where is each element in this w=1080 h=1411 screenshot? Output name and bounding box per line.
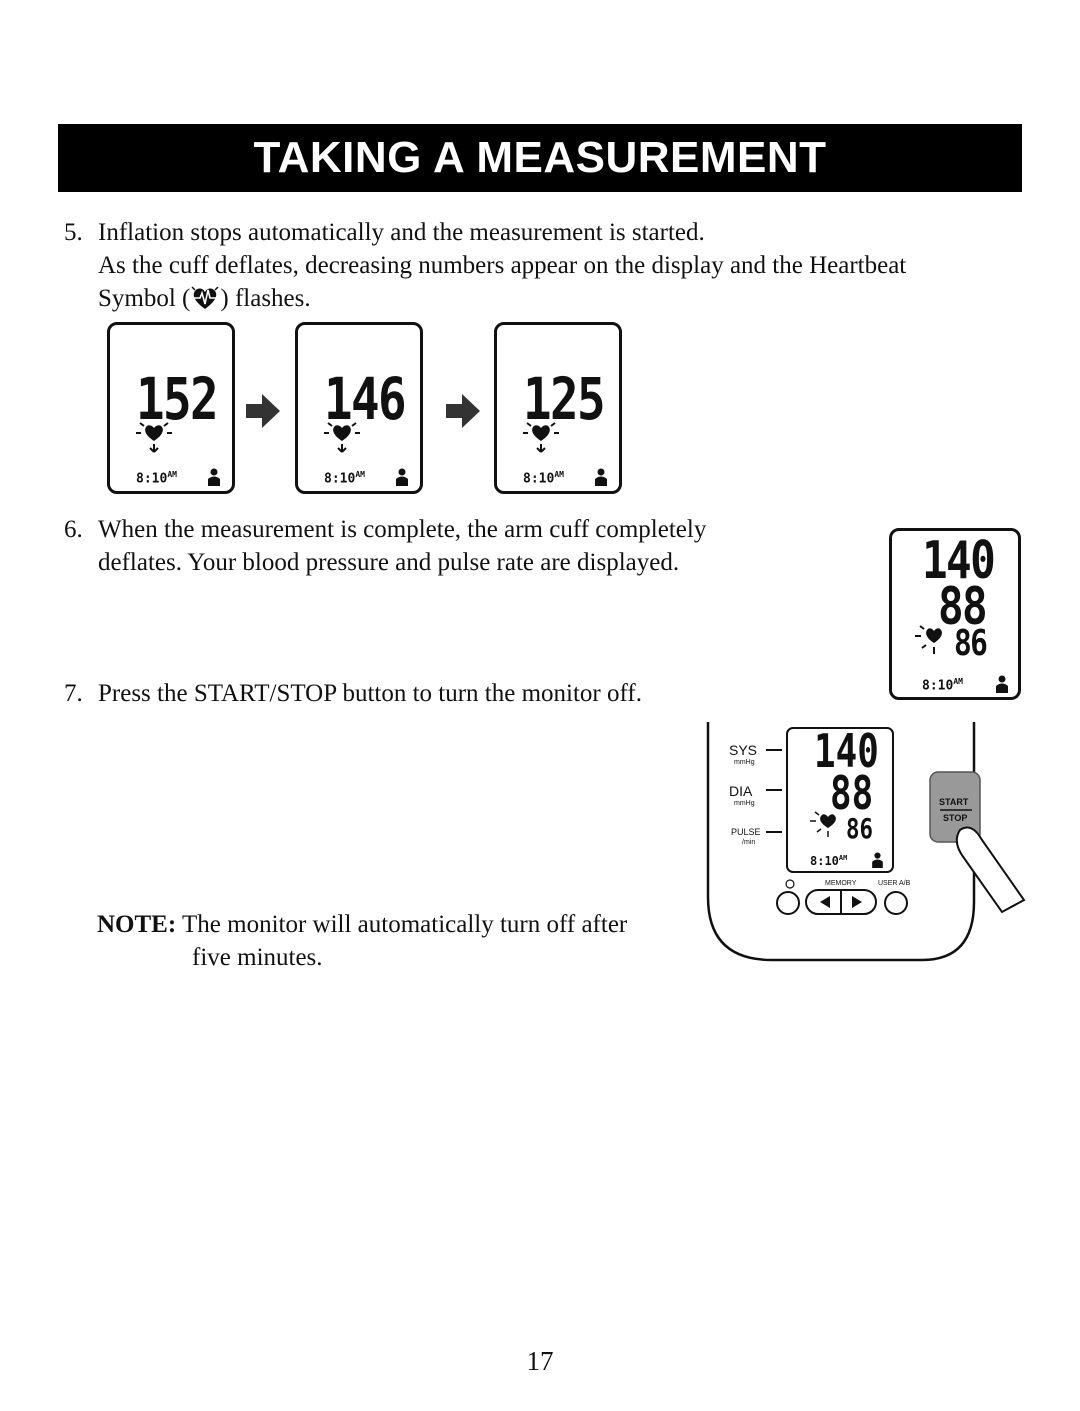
- start-label: START: [939, 797, 969, 807]
- user-a-icon: [208, 468, 220, 486]
- step-text-line: Press the START/STOP button to turn the …: [98, 680, 642, 707]
- user-a-icon: [396, 468, 408, 486]
- symbol-suffix: ) flashes.: [220, 285, 311, 312]
- pressure-reading: 146: [324, 365, 407, 433]
- arrow-right-icon: [446, 394, 480, 428]
- stop-label: STOP: [943, 813, 968, 823]
- pulse-reading: 86: [954, 623, 988, 664]
- time-readout: 8:10AM: [324, 470, 365, 487]
- user-a-icon: [872, 852, 883, 868]
- step-5: 5. Inflation stops automatically and the…: [64, 216, 1024, 316]
- sys-label: SYS: [729, 742, 758, 758]
- arrow-right-icon: [246, 394, 280, 428]
- diastolic-reading: 88: [938, 577, 988, 637]
- step-text-line: deflates. Your blood pressure and pulse …: [98, 549, 680, 576]
- step-7: 7. Press the START/STOP button to turn t…: [64, 677, 764, 717]
- diastolic-reading: 88: [830, 766, 874, 820]
- heartbeat-flash-icon: [810, 811, 836, 837]
- heartbeat-flash-icon: [523, 422, 559, 453]
- lcd-display-2: 146 8:10AM: [295, 322, 423, 494]
- note-label: NOTE:: [97, 911, 177, 938]
- page-title: TAKING A MEASUREMENT: [253, 133, 827, 182]
- step-text-line: Symbol ( ) flashes.: [98, 282, 311, 315]
- memory-label: MEMORY: [825, 880, 857, 887]
- mmhg-label: mmHg: [734, 800, 755, 807]
- lcd-display-1: 152 8:10AM: [107, 322, 235, 494]
- pulse-label: PULSE: [731, 827, 761, 837]
- dia-label: DIA: [729, 783, 753, 799]
- result-lcd-display: 140 88 86 8:10AM: [889, 528, 1021, 700]
- step-number: 6.: [64, 516, 83, 543]
- section-banner: TAKING A MEASUREMENT: [58, 124, 1022, 192]
- systolic-reading: 140: [922, 531, 996, 591]
- time-readout: 8:10AM: [136, 470, 177, 487]
- heartbeat-flash-icon: [915, 625, 942, 654]
- page-number: 17: [526, 1346, 554, 1376]
- time-readout: 8:10AM: [922, 677, 963, 694]
- time-readout: 8:10AM: [523, 470, 564, 487]
- heartbeat-symbol-icon: [191, 286, 219, 309]
- user-a-icon: [595, 468, 607, 486]
- heartbeat-flash-icon: [136, 422, 172, 453]
- step-number: 7.: [64, 680, 83, 707]
- lcd-display-3: 125 8:10AM: [494, 322, 622, 494]
- mmhg-label: mmHg: [734, 759, 755, 766]
- time-readout: 8:10AM: [810, 854, 848, 868]
- user-a-icon: [996, 675, 1008, 693]
- note-text: The monitor will automatically turn off …: [182, 911, 628, 938]
- pressure-reading: 125: [523, 365, 606, 433]
- note-text: five minutes.: [192, 944, 323, 971]
- symbol-prefix: Symbol (: [98, 285, 191, 312]
- per-min-label: /min: [742, 839, 756, 846]
- pulse-reading: 86: [846, 812, 873, 845]
- step-text-line: Inflation stops automatically and the me…: [98, 219, 705, 246]
- systolic-reading: 140: [814, 724, 879, 778]
- step-text-line: As the cuff deflates, decreasing numbers…: [98, 252, 907, 279]
- step-number: 5.: [64, 219, 83, 246]
- note-block: NOTE: The monitor will automatically tur…: [97, 908, 627, 974]
- pressure-reading: 152: [136, 365, 219, 433]
- step-6: 6. When the measurement is complete, the…: [64, 513, 824, 583]
- monitor-illustration: SYS mmHg DIA mmHg PULSE /min 140 88 86 8…: [702, 722, 1032, 962]
- user-ab-label: USER A/B: [878, 880, 911, 887]
- heartbeat-flash-icon: [324, 422, 360, 453]
- step-text-line: When the measurement is complete, the ar…: [98, 516, 707, 543]
